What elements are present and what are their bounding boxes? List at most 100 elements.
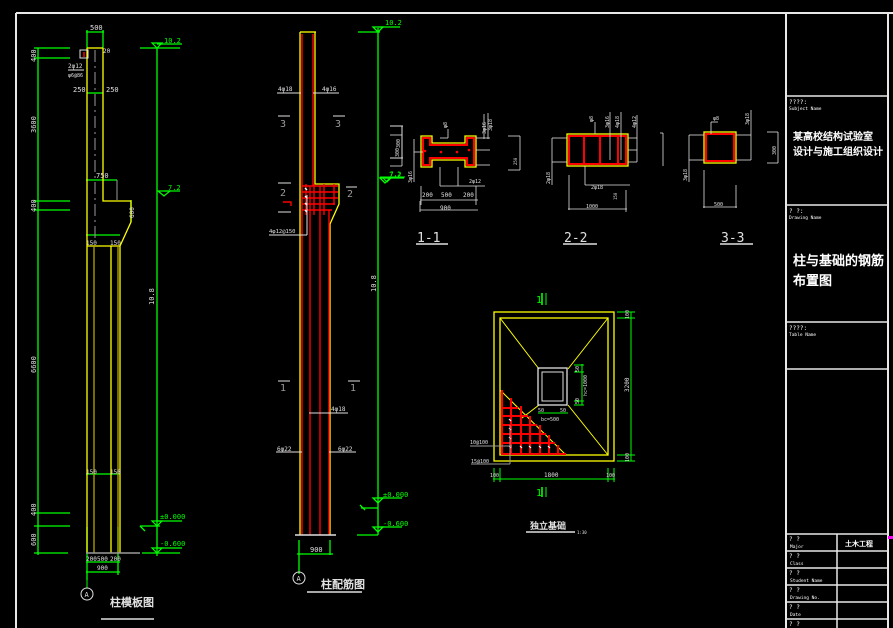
- rebar-note-a: 10@100: [470, 440, 488, 446]
- dim-200: 200: [86, 556, 97, 563]
- section-mark-3: 3: [335, 119, 341, 130]
- dim-100: 100: [490, 473, 499, 479]
- dim-20: 20: [103, 48, 111, 55]
- dim: 150: [613, 192, 618, 200]
- vdim-6600: 6600: [30, 356, 38, 373]
- dim-600: 600: [129, 207, 136, 218]
- dim: 300: [772, 146, 778, 155]
- elev-top: 10.2: [385, 19, 402, 27]
- elev-corbel: 7.2: [389, 171, 402, 179]
- section-mark: 1: [536, 488, 542, 499]
- row-en: Date: [790, 612, 801, 618]
- rebar-note-b: 15@100: [471, 459, 489, 465]
- row-en: Major: [790, 544, 804, 550]
- label: 2φ12: [469, 179, 481, 185]
- table-label: ????:: [789, 325, 807, 332]
- subject-line-2: 设计与施工组织设计: [793, 145, 883, 158]
- elev-neg: -0.600: [383, 520, 408, 528]
- dim: 500: [714, 202, 723, 208]
- dim: 500: [441, 192, 452, 199]
- foundation-rebar-grid: [501, 390, 566, 455]
- dim-150: 150: [86, 469, 97, 476]
- section-title: 1-1: [417, 231, 440, 246]
- axis-label: A: [85, 591, 90, 599]
- section-mark-3: 3: [280, 119, 286, 130]
- label-6d22: 6φ22: [338, 446, 353, 453]
- row-q: ? ?: [789, 553, 800, 560]
- section-title: 3-3: [721, 231, 744, 246]
- dim-500-bottom: 500: [97, 556, 108, 563]
- dim: 300: [395, 148, 401, 157]
- dim-750: 750: [96, 172, 109, 180]
- dim-150: 150: [110, 240, 121, 247]
- rebar-elevation-title: 柱配筋图: [321, 577, 365, 591]
- section-mark-2: 2: [347, 189, 353, 200]
- dim-900: 900: [97, 565, 108, 572]
- row-en: Drawing No.: [790, 595, 820, 601]
- label: 3φ18: [488, 119, 494, 131]
- dim-300: 300: [396, 139, 402, 148]
- dim-900: 900: [310, 546, 323, 554]
- section-1-1: 200 500 200 900 2φ12 φ8 3φ16 3φ18 3φ16 3…: [380, 113, 521, 246]
- elev-corbel: 7.2: [168, 184, 181, 192]
- label: 4φ18: [615, 116, 621, 128]
- height-total: 10.8: [148, 288, 156, 305]
- vdim-3600: 3600: [30, 116, 38, 133]
- vdim-400: 400: [30, 49, 38, 62]
- dim-100: 100: [625, 453, 631, 462]
- drawing-label: ? ?:: [789, 208, 803, 215]
- drawing-frame: [15, 12, 893, 628]
- subject-line-1: 某高校结构试验室: [793, 130, 873, 143]
- label: 3φ18: [745, 113, 751, 125]
- label: 3φ16: [482, 122, 488, 134]
- label: φ8: [443, 122, 449, 128]
- elev-zero: ±0.000: [160, 513, 185, 521]
- vdim-600: 600: [30, 533, 38, 546]
- axis-label: A: [297, 575, 302, 583]
- foundation-plan: 10@100 15@100 1800 100 100 3200 100 100 …: [470, 293, 635, 535]
- dim-50: 50: [575, 398, 581, 404]
- dim: 200: [463, 192, 474, 199]
- dim-1800: 1800: [544, 472, 559, 479]
- vdim-400: 400: [30, 199, 38, 212]
- elev-top: 10.2: [164, 37, 181, 45]
- label: 2φ18: [546, 172, 552, 184]
- vdim-400: 400: [30, 503, 38, 516]
- stirrup-note: 4φ12@150: [269, 229, 296, 235]
- row-value: 土木工程: [845, 539, 873, 548]
- rebar-note-2: φ6@86: [68, 73, 83, 79]
- dim-50: 50: [538, 408, 544, 414]
- label-6d22: 6φ22: [277, 446, 292, 453]
- foundation-title: 独立基础: [529, 520, 566, 532]
- dim-50: 50: [575, 366, 581, 372]
- drawing-label-en: Drawing Name: [789, 215, 822, 221]
- label: 2φ18: [591, 185, 603, 191]
- title-block: [786, 95, 888, 628]
- section-3-3: φ8 3φ18 3φ18 500 300 3-3: [660, 110, 779, 246]
- formwork-drawing: A 500 20 2φ12 φ6@86 250 250 750 150 150 …: [30, 24, 185, 620]
- dim-150: 150: [86, 240, 97, 247]
- row-q: ? ?: [789, 536, 800, 543]
- dim: 1000: [586, 204, 598, 210]
- dim-250-right: 250: [106, 86, 119, 94]
- subject-label-en: Subject Name: [789, 106, 822, 112]
- label: φ8: [589, 116, 595, 122]
- dim-500: 500: [90, 24, 103, 32]
- elev-neg: -0.600: [160, 540, 185, 548]
- dim-250-left: 250: [73, 86, 86, 94]
- scale: 1:30: [577, 530, 587, 535]
- label: 4φ12: [632, 116, 638, 128]
- label: 3φ16: [605, 116, 611, 128]
- dim-150: 150: [110, 469, 121, 476]
- col-b: bc=500: [541, 417, 559, 423]
- row-en: Class: [790, 561, 804, 567]
- section-2-2: φ8 3φ16 4φ18 4φ12 2φ18 2φ18 1000 150 2-2: [546, 112, 638, 246]
- row-q: ? ?: [789, 604, 800, 611]
- title-block-text: ????: Subject Name 某高校结构试验室 设计与施工组织设计 ? …: [789, 99, 884, 628]
- dim-200: 200: [110, 556, 121, 563]
- dim: 250: [513, 157, 518, 165]
- drawing-line-2: 布置图: [793, 273, 832, 289]
- dim-50: 50: [560, 408, 566, 414]
- col-h: hc=1000: [583, 375, 589, 396]
